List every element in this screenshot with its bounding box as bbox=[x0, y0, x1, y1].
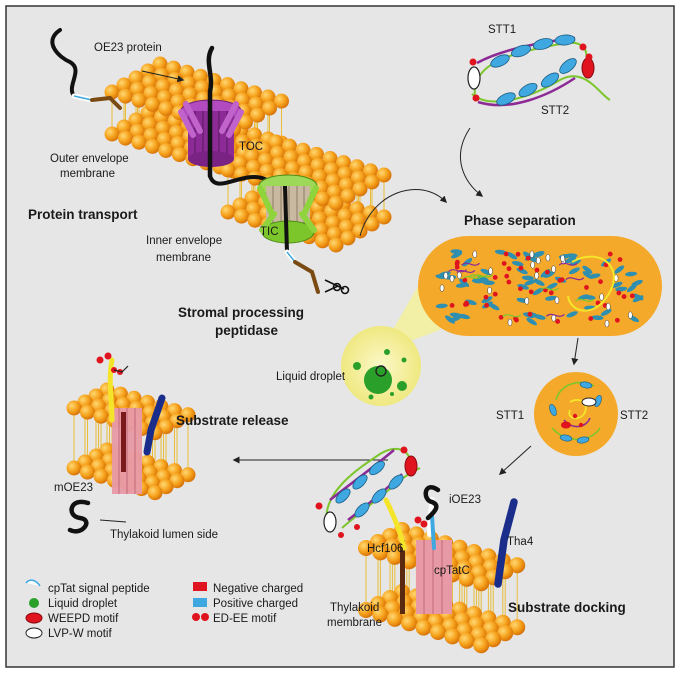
arrow-cell-to-docking bbox=[498, 445, 532, 475]
hcf106-label: Hcf106 bbox=[367, 543, 403, 555]
stt2-top-label: STT2 bbox=[541, 105, 569, 117]
outer-envelope-label-1: Outer envelope bbox=[50, 153, 129, 165]
legend: cpTat signal peptide Negative charged Li… bbox=[25, 579, 303, 640]
liquid-droplet-label: Liquid droplet bbox=[276, 371, 346, 383]
outer-envelope-label-2: membrane bbox=[60, 168, 115, 180]
liquid-droplet-icon bbox=[29, 598, 39, 608]
legend-weepd-motif: WEEPD motif bbox=[48, 613, 119, 625]
negative-charged-icon bbox=[193, 582, 207, 591]
thylakoid-membrane-label-1: Thylakoid bbox=[330, 602, 379, 614]
lvp-w-motif-icon bbox=[25, 627, 43, 639]
docking-complex bbox=[383, 485, 518, 614]
stt1-small-label: STT1 bbox=[496, 410, 524, 422]
legend-negative-charged: Negative charged bbox=[213, 583, 303, 595]
protein-transport-title: Protein transport bbox=[28, 207, 138, 222]
stt-pair-top: STT1 STT2 bbox=[467, 24, 611, 117]
weepd-motif-icon bbox=[25, 612, 43, 624]
cptat-signal-peptide-icon bbox=[25, 579, 41, 587]
oe23-signal-blue bbox=[73, 95, 93, 101]
arrow-transport-to-phase bbox=[359, 188, 447, 237]
protein-transport-group: OE23 protein TOC bbox=[28, 28, 350, 338]
arrow-stt-to-phase bbox=[460, 127, 484, 197]
arrow-capsule-to-droplet bbox=[571, 337, 579, 366]
oe23-arrow bbox=[141, 70, 185, 83]
stt2-small-label: STT2 bbox=[620, 410, 648, 422]
liquid-droplet-zoom bbox=[341, 326, 421, 406]
toc-label: TOC bbox=[239, 141, 263, 153]
moe23-pointer bbox=[99, 519, 127, 523]
tic-complex bbox=[257, 174, 319, 253]
legend-positive-charged: Positive charged bbox=[213, 598, 298, 610]
phase-separation-title: Phase separation bbox=[464, 213, 576, 228]
oe23-brown-segment bbox=[90, 95, 122, 110]
substrate-docking-title: Substrate docking bbox=[508, 600, 626, 615]
capsule-motifs bbox=[435, 249, 644, 328]
tic-label: TIC bbox=[260, 226, 279, 238]
legend-liquid-droplet: Liquid droplet bbox=[48, 598, 118, 610]
stt-cell bbox=[534, 372, 618, 456]
ioe23-label: iOE23 bbox=[449, 494, 481, 506]
toc-complex bbox=[178, 45, 244, 179]
substrate-release-group bbox=[96, 352, 166, 494]
cptatc-label: cpTatC bbox=[434, 565, 470, 577]
scissors-icon bbox=[324, 279, 350, 295]
thylakoid-membrane-label-2: membrane bbox=[327, 617, 382, 629]
ed-ee-motif-icon bbox=[192, 613, 209, 621]
stromal-processing-label-1: Stromal processing bbox=[178, 305, 304, 320]
moe23-label: mOE23 bbox=[54, 482, 93, 494]
stt-pair-docking bbox=[315, 446, 421, 538]
thylakoid-lumen-label: Thylakoid lumen side bbox=[110, 529, 218, 541]
cleaved-brown-segment bbox=[293, 260, 320, 294]
positive-charged-icon bbox=[193, 598, 207, 607]
legend-ed-ee-motif: ED-EE motif bbox=[213, 613, 277, 625]
stt1-top-label: STT1 bbox=[488, 24, 516, 36]
substrate-release-title: Substrate release bbox=[176, 413, 289, 428]
legend-lvp-w-motif: LVP-W motif bbox=[48, 628, 112, 640]
background-panel bbox=[5, 5, 675, 668]
oe23-strand bbox=[50, 28, 78, 98]
inner-envelope-label-1: Inner envelope bbox=[146, 235, 222, 247]
inner-envelope-label-2: membrane bbox=[156, 252, 211, 264]
phase-separation-capsule bbox=[418, 236, 662, 336]
legend-cptat-signal-peptide: cpTat signal peptide bbox=[48, 583, 150, 595]
oe23-protein-label: OE23 protein bbox=[94, 42, 162, 54]
moe23-strand bbox=[67, 499, 91, 534]
tha4-label: Tha4 bbox=[507, 536, 534, 548]
stromal-processing-label-2: peptidase bbox=[215, 323, 279, 338]
